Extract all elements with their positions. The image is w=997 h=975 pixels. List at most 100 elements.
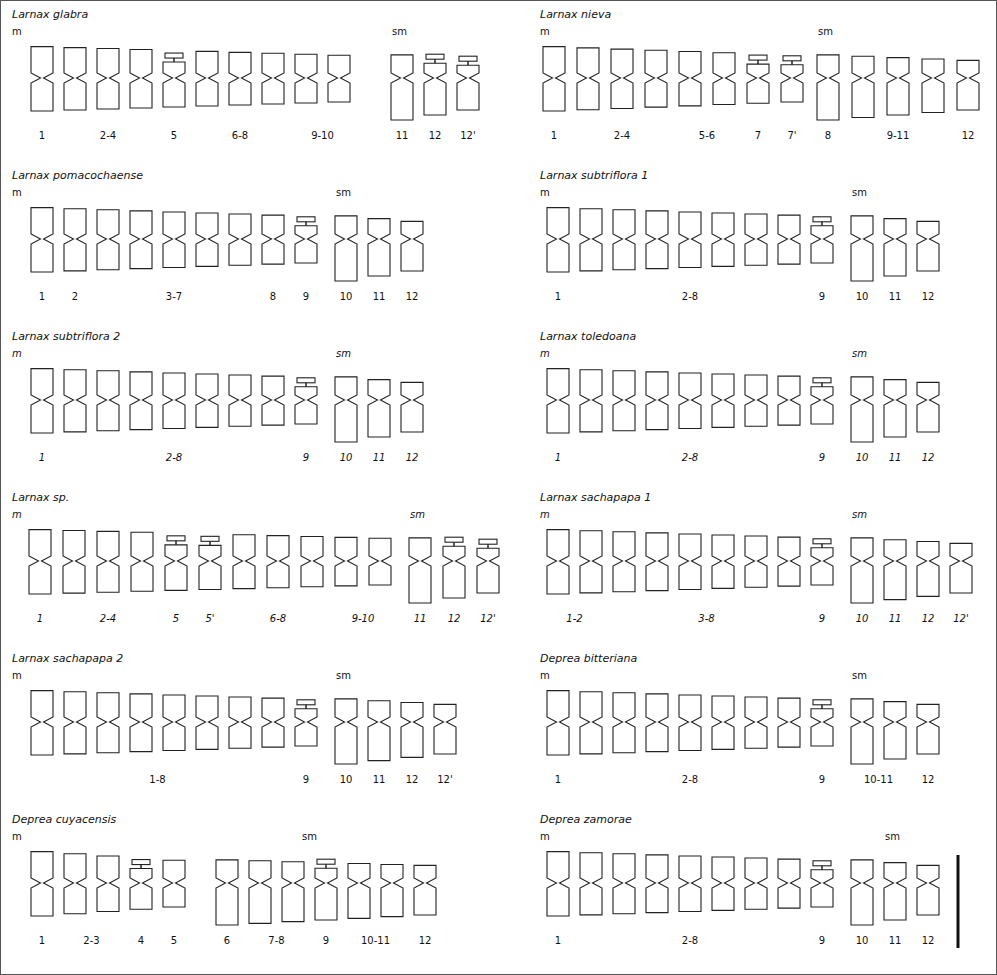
- chromosome: [282, 862, 304, 922]
- group-label: sm: [336, 348, 351, 360]
- chromosome: [477, 548, 499, 593]
- chromosome-number: 2-3: [83, 935, 99, 947]
- chromosome-number: 12': [480, 613, 495, 625]
- chromosome: [811, 870, 833, 907]
- group-label: sm: [818, 26, 833, 38]
- chromosome: [301, 536, 323, 586]
- chromosome-number: 12: [406, 774, 419, 786]
- chromosome: [409, 538, 431, 603]
- chromosome: [97, 49, 119, 109]
- group-label: m: [540, 831, 550, 843]
- chromosome: [391, 55, 413, 120]
- satellite-stalk: [175, 541, 177, 545]
- species-name: Larnax toledoana: [540, 330, 636, 343]
- chromosome-number: 2-4: [100, 613, 116, 625]
- chromosome: [31, 47, 53, 111]
- chromosome: [163, 860, 185, 907]
- chromosome-number: 2-4: [614, 130, 630, 142]
- group-label: m: [12, 831, 22, 843]
- chromosome-number: 12': [460, 130, 475, 142]
- satellite-stalk: [467, 61, 469, 65]
- chromosome: [851, 377, 873, 442]
- satellite-stalk: [434, 59, 436, 63]
- chromosome-number: 7-8: [268, 935, 284, 947]
- chromosome-number: 5: [171, 130, 177, 142]
- chromosome: [547, 208, 569, 272]
- chromosome-number: 1-2: [566, 613, 582, 625]
- satellite-stalk: [173, 58, 175, 62]
- chromosome: [199, 545, 221, 589]
- chromosome: [679, 212, 701, 268]
- chromosome-number: 12: [406, 291, 419, 303]
- chromosome: [580, 692, 602, 754]
- chromosome: [130, 372, 152, 430]
- chromosome-number: 12: [922, 774, 935, 786]
- chromosome: [811, 226, 833, 263]
- group-label: sm: [885, 831, 900, 843]
- chromosome: [547, 852, 569, 916]
- chromosome: [229, 52, 251, 105]
- chromosome: [613, 210, 635, 270]
- chromosome: [778, 698, 800, 747]
- chromosome-number: 2-8: [682, 935, 698, 947]
- group-label: m: [12, 670, 22, 682]
- chromosome-number: 12: [962, 130, 975, 142]
- chromosome: [745, 858, 767, 909]
- species-name: Larnax glabra: [12, 8, 88, 21]
- chromosome-number: 2-4: [100, 130, 116, 142]
- chromosome: [851, 699, 873, 764]
- satellite-stalk: [821, 544, 823, 548]
- species-name: Deprea zamorae: [540, 813, 632, 826]
- group-label: m: [12, 509, 22, 521]
- group-label: sm: [392, 26, 407, 38]
- chromosome-number: 1: [555, 291, 561, 303]
- chromosome: [457, 65, 479, 110]
- chromosome-number: 7': [787, 130, 796, 142]
- chromosome: [233, 535, 255, 589]
- chromosome: [852, 56, 874, 117]
- chromosome-number: 8: [825, 130, 831, 142]
- chromosome: [64, 209, 86, 271]
- chromosome: [196, 374, 218, 427]
- chromosome-number: 11: [373, 452, 386, 464]
- species-name: Larnax sachapapa 2: [12, 652, 123, 665]
- chromosome: [97, 856, 119, 912]
- species-name: Deprea cuyacensis: [12, 813, 116, 826]
- chromosome-number: 7: [755, 130, 761, 142]
- chromosome-number: 1: [39, 130, 45, 142]
- chromosome-number: 10: [856, 291, 869, 303]
- chromosome: [778, 537, 800, 586]
- chromosome: [887, 58, 909, 115]
- chromosome-number: 10: [856, 935, 869, 947]
- chromosome: [679, 52, 701, 106]
- chromosome: [262, 53, 284, 104]
- group-label: sm: [852, 187, 867, 199]
- chromosome: [229, 697, 251, 748]
- satellite: [132, 860, 150, 865]
- chromosome: [249, 861, 271, 924]
- chromosome: [196, 696, 218, 749]
- chromosome-number: 9: [303, 291, 309, 303]
- chromosome-number: 1: [555, 774, 561, 786]
- species-name: Larnax sachapapa 1: [540, 491, 651, 504]
- chromosome: [229, 375, 251, 426]
- satellite: [426, 54, 444, 59]
- chromosome-number: 9: [323, 935, 329, 947]
- chromosome-number: 10: [340, 774, 353, 786]
- chromosome: [97, 210, 119, 270]
- chromosome-number: 1: [39, 935, 45, 947]
- chromosome: [679, 534, 701, 590]
- chromosome: [335, 537, 357, 586]
- group-label: sm: [336, 187, 351, 199]
- chromosome-number: 4: [138, 935, 144, 947]
- chromosome: [745, 536, 767, 587]
- chromosome: [64, 854, 86, 914]
- chromosome: [348, 864, 370, 919]
- chromosome: [851, 860, 873, 925]
- chromosome-number: 5: [173, 613, 179, 625]
- chromosome: [64, 370, 86, 432]
- chromosome: [131, 532, 153, 591]
- chromosome-number: 9: [819, 613, 825, 625]
- chromosome-number: 2-8: [682, 291, 698, 303]
- chromosome: [712, 857, 734, 910]
